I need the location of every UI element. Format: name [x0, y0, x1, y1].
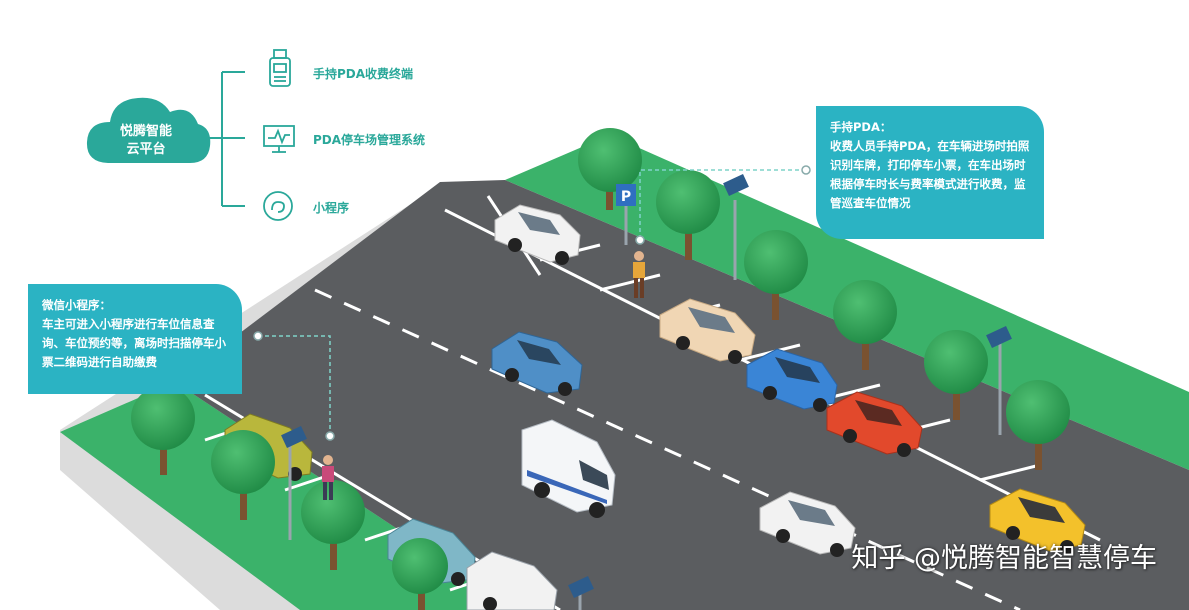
tree-item-label: 小程序 [313, 201, 350, 215]
trees [131, 128, 1070, 610]
cloud-platform-icon [86, 97, 211, 163]
solar-panels [281, 174, 1012, 598]
wechat-callout-title: 微信小程序： [42, 298, 111, 312]
car-yellow [989, 488, 1086, 554]
car-blue-parked [746, 348, 838, 412]
van-white [521, 419, 616, 518]
asphalt-road [175, 180, 1189, 610]
watermark-text: 知乎 @悦腾智能智慧停车 [851, 543, 1157, 574]
car-beige [659, 298, 756, 364]
car-red [826, 391, 923, 457]
wechat-connector [258, 335, 331, 436]
mini-program-icon [263, 191, 293, 221]
tree-item-label: 手持PDA收费终端 [313, 67, 414, 81]
center-dashed-line [314, 288, 1021, 610]
pda-callout: 手持PDA： 收费人员手持PDA，在车辆进场时拍照识别车牌，打印停车小票，在车出… [816, 106, 1044, 239]
car-white-top [494, 204, 581, 265]
parking-sign: P [616, 184, 636, 245]
watermark: 知乎 @悦腾智能智慧停车 [851, 536, 1157, 575]
pda-target-dot [635, 235, 645, 245]
solar-street-lights [288, 200, 1002, 610]
tree-item-mini-program: 小程序 [313, 199, 349, 216]
car-blue-driving [491, 331, 583, 396]
cloud-platform-label: 悦腾智能 云平台 [96, 123, 196, 159]
parking-sign-letter: P [621, 189, 631, 205]
cloud-platform-name: 悦腾智能 云平台 [119, 124, 172, 157]
tree-item-pda-terminal: 手持PDA收费终端 [313, 65, 413, 82]
suv-white [466, 551, 558, 610]
wechat-callout: 微信小程序： 车主可进入小程序进行车位信息查询、车位预约等，离场时扫描停车小票二… [28, 284, 242, 394]
car-white-bottom [759, 491, 856, 557]
tree-item-pda-system: PDA停车场管理系统 [313, 131, 425, 148]
monitor-chart-icon [263, 125, 295, 153]
pda-callout-title: 手持PDA： [830, 120, 892, 134]
driver-figure [322, 455, 334, 500]
wechat-callout-body: 车主可进入小程序进行车位信息查询、车位预约等，离场时扫描停车小票二维码进行自助缴… [42, 317, 226, 369]
pda-connector [639, 169, 806, 240]
pda-connector-dot [801, 165, 811, 175]
tree-item-label: PDA停车场管理系统 [313, 133, 426, 147]
handheld-pda-icon [269, 49, 291, 87]
tree-bracket [208, 71, 245, 207]
wechat-target-dot [325, 431, 335, 441]
pda-callout-body: 收费人员手持PDA，在车辆进场时拍照识别车牌，打印停车小票，在车出场时根据停车时… [830, 139, 1030, 210]
wechat-connector-dot [253, 331, 263, 341]
toll-collector-figure [633, 251, 645, 298]
